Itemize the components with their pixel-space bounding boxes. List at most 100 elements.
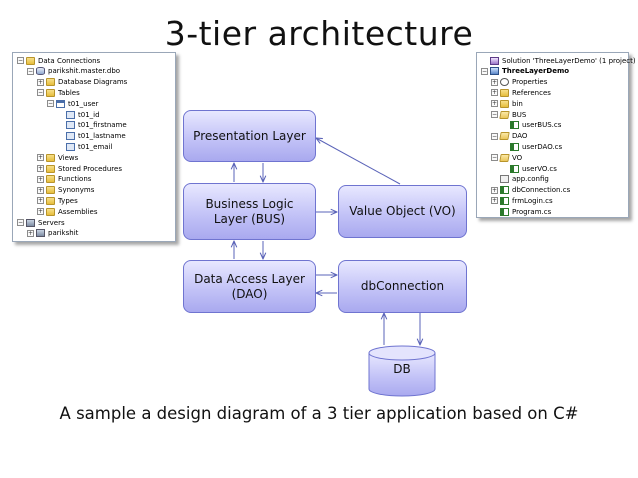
collapse-icon[interactable]: −: [481, 67, 488, 75]
tree-item[interactable]: −BUS: [491, 109, 526, 120]
tree-item[interactable]: t01_lastname: [57, 131, 126, 142]
tree-item[interactable]: Program.cs: [491, 206, 551, 217]
tree-item[interactable]: − Tables: [37, 87, 80, 98]
tree-item-label: bin: [512, 99, 523, 108]
config-file-icon: [500, 175, 509, 184]
presentation-layer-box: Presentation Layer: [183, 110, 316, 162]
data-access-layer-label: Data Access Layer (DAO): [194, 271, 305, 301]
expand-icon[interactable]: +: [491, 89, 498, 97]
column-icon: [66, 110, 75, 119]
dbconnection-box: dbConnection: [338, 260, 467, 313]
server-explorer-panel: −Data Connections−parikshit.master.dbo+D…: [12, 52, 176, 242]
tree-item[interactable]: − Servers: [17, 217, 65, 228]
expand-icon[interactable]: +: [37, 175, 44, 183]
folder-icon: [46, 164, 55, 173]
tree-item[interactable]: +Stored Procedures: [37, 163, 122, 174]
business-logic-layer-box: Business Logic Layer (BUS): [183, 183, 316, 240]
tree-item-label: t01_firstname: [78, 121, 127, 130]
expand-icon[interactable]: +: [37, 78, 44, 86]
tree-item-label: t01_user: [68, 99, 99, 108]
project-icon: [490, 67, 499, 76]
expand-icon[interactable]: +: [491, 186, 498, 194]
expand-icon[interactable]: +: [27, 229, 34, 237]
folder-icon: [46, 78, 55, 87]
tree-item[interactable]: −ThreeLayerDemo: [481, 66, 569, 77]
tree-item[interactable]: − VO: [491, 152, 522, 163]
tree-item[interactable]: + Properties: [491, 77, 547, 88]
tree-item-label: userBUS.cs: [522, 121, 562, 130]
solution-explorer-tree: Solution 'ThreeLayerDemo' (1 project)−Th…: [477, 53, 636, 217]
tree-item[interactable]: − t01_user: [47, 98, 98, 109]
expand-icon[interactable]: +: [37, 154, 44, 162]
tree-item[interactable]: + bin: [491, 98, 523, 109]
tree-item-label: Functions: [58, 175, 92, 184]
tree-item[interactable]: +frmLogin.cs: [491, 195, 553, 206]
tree-item[interactable]: −Data Connections: [17, 55, 100, 66]
solution-explorer-panel: Solution 'ThreeLayerDemo' (1 project)−Th…: [476, 52, 636, 218]
tree-item-label: userDAO.cs: [522, 142, 563, 151]
folder-icon: [26, 56, 35, 65]
tree-item[interactable]: t01_firstname: [57, 120, 127, 131]
tree-item[interactable]: +parikshit: [27, 228, 78, 239]
tree-item[interactable]: t01_email: [57, 141, 112, 152]
tree-item-label: t01_email: [78, 142, 113, 151]
tree-item[interactable]: − parikshit.master.dbo: [27, 66, 120, 77]
tree-item[interactable]: app.config: [491, 174, 549, 185]
expand-icon[interactable]: +: [491, 78, 498, 86]
tree-item[interactable]: userVO.cs: [501, 163, 557, 174]
tree-item[interactable]: −DAO: [491, 131, 527, 142]
value-object-label: Value Object (VO): [349, 204, 456, 218]
tree-item[interactable]: t01_id: [57, 109, 100, 120]
expand-icon[interactable]: +: [37, 186, 44, 194]
tree-item-label: Assemblies: [58, 207, 98, 216]
expand-icon[interactable]: +: [491, 100, 498, 108]
server-icon: [36, 229, 45, 238]
dbconnection-label: dbConnection: [360, 279, 445, 293]
folder-icon: [46, 153, 55, 162]
collapse-icon[interactable]: −: [491, 111, 498, 118]
tree-item-label: Properties: [512, 78, 548, 87]
tree-item-label: References: [512, 88, 551, 97]
tree-item-label: app.config: [512, 175, 549, 184]
csharp-file-icon: [510, 121, 519, 130]
tree-item-label: dbConnection.cs: [512, 186, 571, 195]
references-icon: [500, 88, 509, 97]
expand-icon[interactable]: +: [37, 165, 44, 172]
collapse-icon[interactable]: −: [17, 219, 24, 226]
tree-item[interactable]: + Functions: [37, 174, 91, 185]
tree-item[interactable]: userDAO.cs: [501, 141, 562, 152]
db-cylinder: [368, 345, 436, 397]
tree-item[interactable]: Solution 'ThreeLayerDemo' (1 project): [481, 55, 636, 66]
tree-item[interactable]: + dbConnection.cs: [491, 185, 570, 196]
collapse-icon[interactable]: −: [491, 132, 498, 140]
collapse-icon[interactable]: −: [491, 154, 498, 162]
column-icon: [66, 132, 75, 141]
expand-icon[interactable]: +: [37, 208, 44, 216]
collapse-icon[interactable]: −: [47, 100, 54, 108]
tree-item-label: parikshit.master.dbo: [48, 67, 121, 76]
tree-item[interactable]: userBUS.cs: [501, 120, 561, 131]
tree-item-label: Types: [58, 196, 78, 205]
tree-item-label: Program.cs: [512, 207, 552, 216]
collapse-icon[interactable]: −: [17, 57, 24, 64]
tree-item[interactable]: +Views: [37, 152, 78, 163]
database-icon: [36, 67, 45, 76]
tree-item-label: Servers: [38, 218, 65, 227]
tree-item[interactable]: + References: [491, 87, 551, 98]
solution-icon: [490, 56, 499, 65]
expand-icon[interactable]: +: [37, 197, 44, 205]
tree-item[interactable]: + Types: [37, 195, 78, 206]
tree-item-label: userVO.cs: [522, 164, 557, 173]
tree-item[interactable]: +Database Diagrams: [37, 77, 127, 88]
tree-item[interactable]: + Assemblies: [37, 206, 98, 217]
folder-icon: [46, 88, 55, 97]
expand-icon[interactable]: +: [491, 197, 498, 205]
collapse-icon[interactable]: −: [27, 67, 34, 75]
tree-item-label: Solution 'ThreeLayerDemo' (1 project): [502, 56, 636, 65]
folder-icon: [46, 207, 55, 216]
tree-item-label: VO: [512, 153, 523, 162]
tree-item[interactable]: +Synonyms: [37, 185, 94, 196]
tree-item-label: Tables: [58, 88, 80, 97]
collapse-icon[interactable]: −: [37, 89, 44, 97]
